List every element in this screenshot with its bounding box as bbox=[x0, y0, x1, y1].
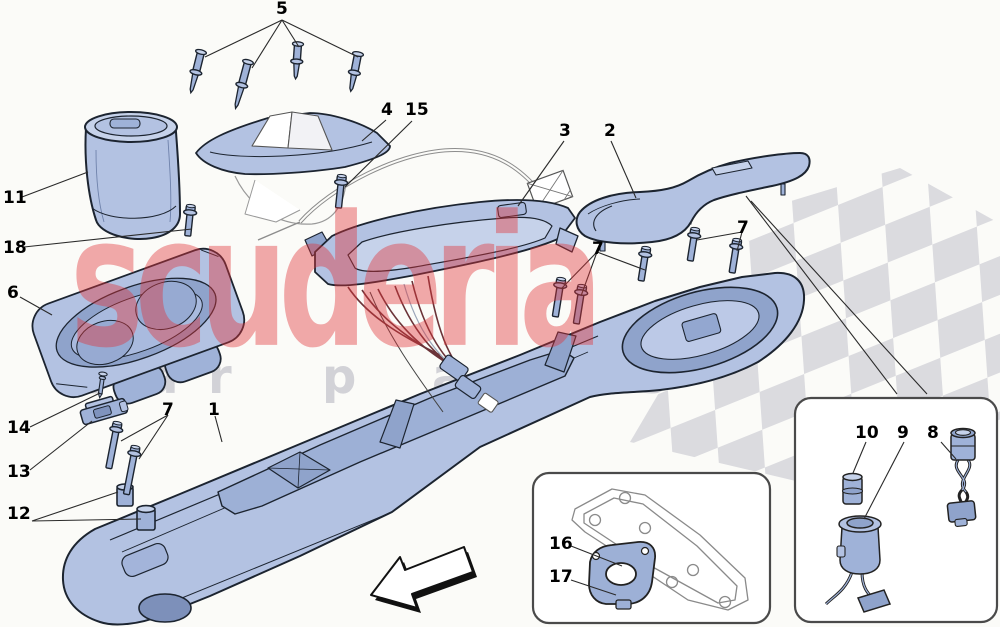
callout-label-13: 13 bbox=[7, 462, 31, 482]
callout-label-10: 10 bbox=[855, 423, 879, 443]
part-11-cylinder-bin bbox=[84, 111, 182, 240]
callout-label-7: 7 bbox=[592, 239, 604, 259]
inset-box-bracket bbox=[531, 471, 772, 625]
trim-screw-icon bbox=[234, 58, 254, 111]
callout-label-6: 6 bbox=[7, 283, 19, 303]
callout-label-8: 8 bbox=[927, 423, 939, 443]
part-1-tunnel-console bbox=[61, 271, 806, 626]
callout-label-7: 7 bbox=[162, 400, 174, 420]
trim-screw-icon bbox=[290, 41, 305, 81]
bolt-icon bbox=[182, 203, 198, 237]
part-6-cupholder-tray bbox=[31, 247, 246, 405]
bolt-icon bbox=[105, 420, 124, 470]
cable-guide-arc bbox=[257, 147, 574, 241]
callout-label-14: 14 bbox=[7, 418, 31, 438]
trim-screw-icon bbox=[347, 50, 365, 93]
callout-label-11: 11 bbox=[3, 188, 27, 208]
bolt-icon bbox=[551, 276, 568, 318]
part-9-socket bbox=[824, 515, 892, 613]
bolt-icon bbox=[122, 444, 142, 496]
part-2-rear-trim bbox=[575, 152, 811, 252]
pin-screw-icon bbox=[97, 371, 108, 399]
bolt-icon bbox=[333, 173, 349, 209]
callout-label-1: 1 bbox=[208, 400, 220, 420]
part-8-connector bbox=[946, 427, 977, 527]
direction-arrow bbox=[370, 546, 477, 613]
part-16-bracket bbox=[588, 541, 656, 610]
watermark-letter: p bbox=[322, 349, 357, 405]
callout-label-15: 15 bbox=[405, 100, 429, 120]
leader-lines bbox=[19, 19, 957, 596]
trim-screw-icon bbox=[189, 48, 208, 95]
inset-box-connectors bbox=[793, 396, 999, 624]
callout-label-18: 18 bbox=[3, 238, 27, 258]
callout-label-5: 5 bbox=[276, 0, 288, 19]
part-10-bushing bbox=[841, 472, 864, 505]
callout-label-7: 7 bbox=[737, 218, 749, 238]
callout-label-4: 4 bbox=[381, 100, 393, 120]
bolt-icon bbox=[637, 245, 653, 282]
part-13-clip bbox=[79, 395, 129, 426]
bolt-icon bbox=[572, 283, 589, 325]
callout-label-2: 2 bbox=[604, 121, 616, 141]
callout-label-9: 9 bbox=[897, 423, 909, 443]
callout-label-16: 16 bbox=[549, 534, 573, 554]
screw-posts bbox=[588, 491, 732, 609]
callout-label-17: 17 bbox=[549, 567, 573, 587]
bolt-icon bbox=[686, 226, 702, 262]
callout-label-12: 12 bbox=[7, 504, 31, 524]
part-3-substrate-frame bbox=[304, 199, 579, 413]
hatched-bracket bbox=[526, 169, 574, 211]
part-4-cover-plate bbox=[195, 111, 391, 225]
callout-label-3: 3 bbox=[559, 121, 571, 141]
